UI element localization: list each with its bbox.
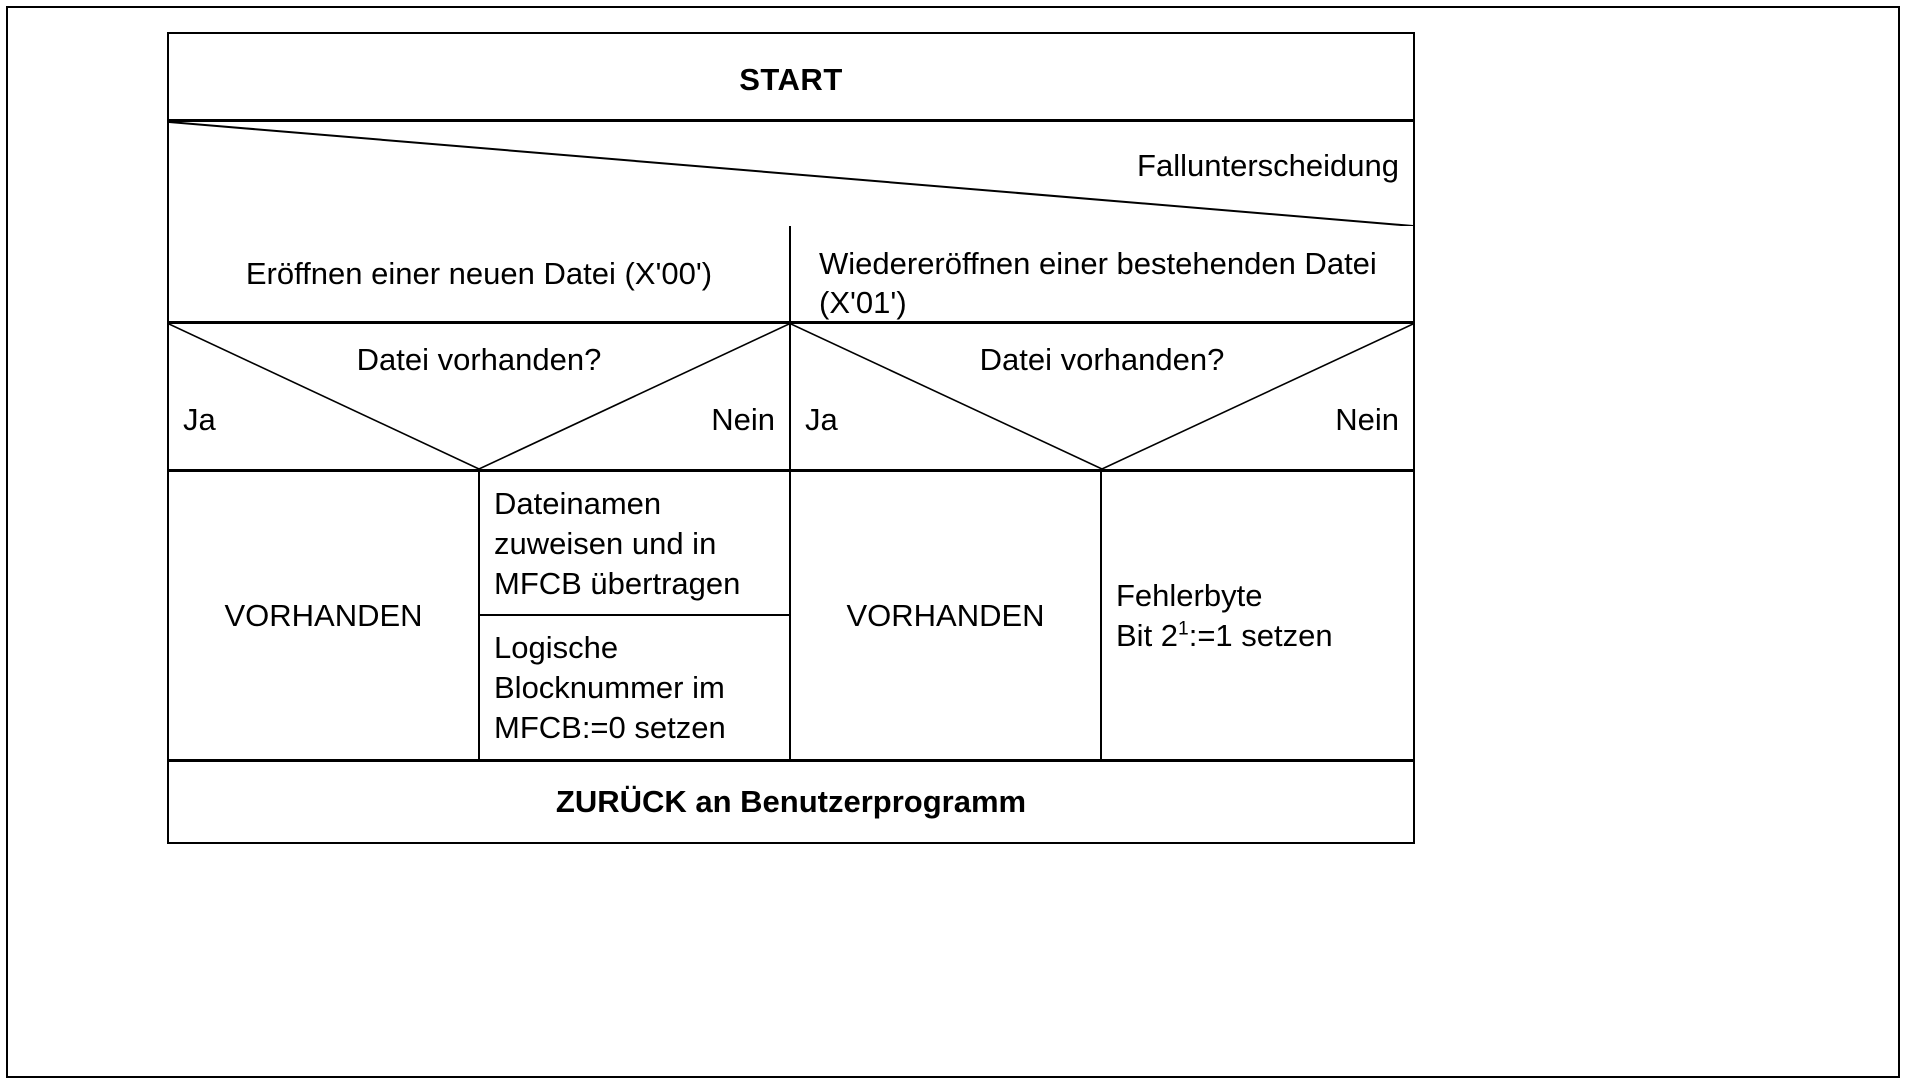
- action-subblock-reset-blocknumber: Logische Blocknummer im MFCB:=0 setzen: [480, 616, 789, 760]
- start-row: START: [169, 34, 1413, 122]
- decision-no-right: Nein: [1335, 402, 1399, 437]
- decision-question-left: Datei vorhanden?: [356, 342, 602, 377]
- error-byte-line1: Fehlerbyte: [1116, 577, 1263, 613]
- action-cell-error-byte: Fehlerbyte Bit 21:=1 setzen: [1102, 472, 1413, 759]
- action-label-assign-filename: Dateinamen zuweisen und in MFCB übertrag…: [494, 486, 741, 601]
- start-label: START: [739, 62, 843, 97]
- return-label: ZURÜCK an Benutzerprogramm: [555, 784, 1027, 819]
- decision-question-right: Datei vorhanden?: [979, 342, 1225, 377]
- action-label-vorhanden-right: VORHANDEN: [846, 597, 1045, 633]
- action-cell-assign-name: Dateinamen zuweisen und in MFCB übertrag…: [480, 472, 791, 759]
- branch-cell-reopen-file: Wiedereröffnen einer bestehenden Datei (…: [791, 226, 1413, 321]
- decision-cell-left: Datei vorhanden? Ja Nein: [169, 324, 791, 469]
- decision-v-lines-left: [169, 324, 789, 469]
- decision-yes-right: Ja: [805, 402, 838, 437]
- action-subblock-assign-filename: Dateinamen zuweisen und in MFCB übertrag…: [480, 472, 789, 616]
- decision-yes-left: Ja: [183, 402, 216, 437]
- action-cell-vorhanden-left: VORHANDEN: [169, 472, 480, 759]
- structogram-table: START Fallunterscheidung Eröffnen einer …: [167, 32, 1415, 844]
- case-diagonal-line: [169, 122, 1413, 226]
- branch-label-new-file: Eröffnen einer neuen Datei (X'00'): [245, 256, 713, 291]
- decision-cell-right: Datei vorhanden? Ja Nein: [791, 324, 1413, 469]
- case-distinction-row: Fallunterscheidung: [169, 122, 1413, 226]
- page-frame: START Fallunterscheidung Eröffnen einer …: [6, 6, 1900, 1078]
- case-distinction-label: Fallunterscheidung: [1137, 148, 1399, 183]
- branch-label-reopen-file: Wiedereröffnen einer bestehenden Datei (…: [819, 246, 1377, 320]
- error-byte-exponent: 1: [1178, 618, 1189, 640]
- decision-v-lines-right: [791, 324, 1413, 469]
- action-label-vorhanden-left: VORHANDEN: [224, 597, 423, 633]
- error-byte-line2-suffix: :=1 setzen: [1188, 617, 1333, 653]
- action-label-error-byte: Fehlerbyte Bit 21:=1 setzen: [1116, 576, 1333, 656]
- action-blocks-row: VORHANDEN Dateinamen zuweisen und in MFC…: [169, 472, 1413, 762]
- action-label-reset-blocknumber: Logische Blocknummer im MFCB:=0 setzen: [494, 629, 726, 745]
- action-cell-vorhanden-right: VORHANDEN: [791, 472, 1102, 759]
- error-byte-line2-prefix: Bit 2: [1116, 617, 1179, 653]
- decision-row: Datei vorhanden? Ja Nein Datei vorhanden…: [169, 324, 1413, 472]
- decision-no-left: Nein: [711, 402, 775, 437]
- branch-cell-new-file: Eröffnen einer neuen Datei (X'00'): [169, 226, 791, 321]
- return-row: ZURÜCK an Benutzerprogramm: [169, 762, 1413, 842]
- branch-conditions-row: Eröffnen einer neuen Datei (X'00') Wiede…: [169, 226, 1413, 324]
